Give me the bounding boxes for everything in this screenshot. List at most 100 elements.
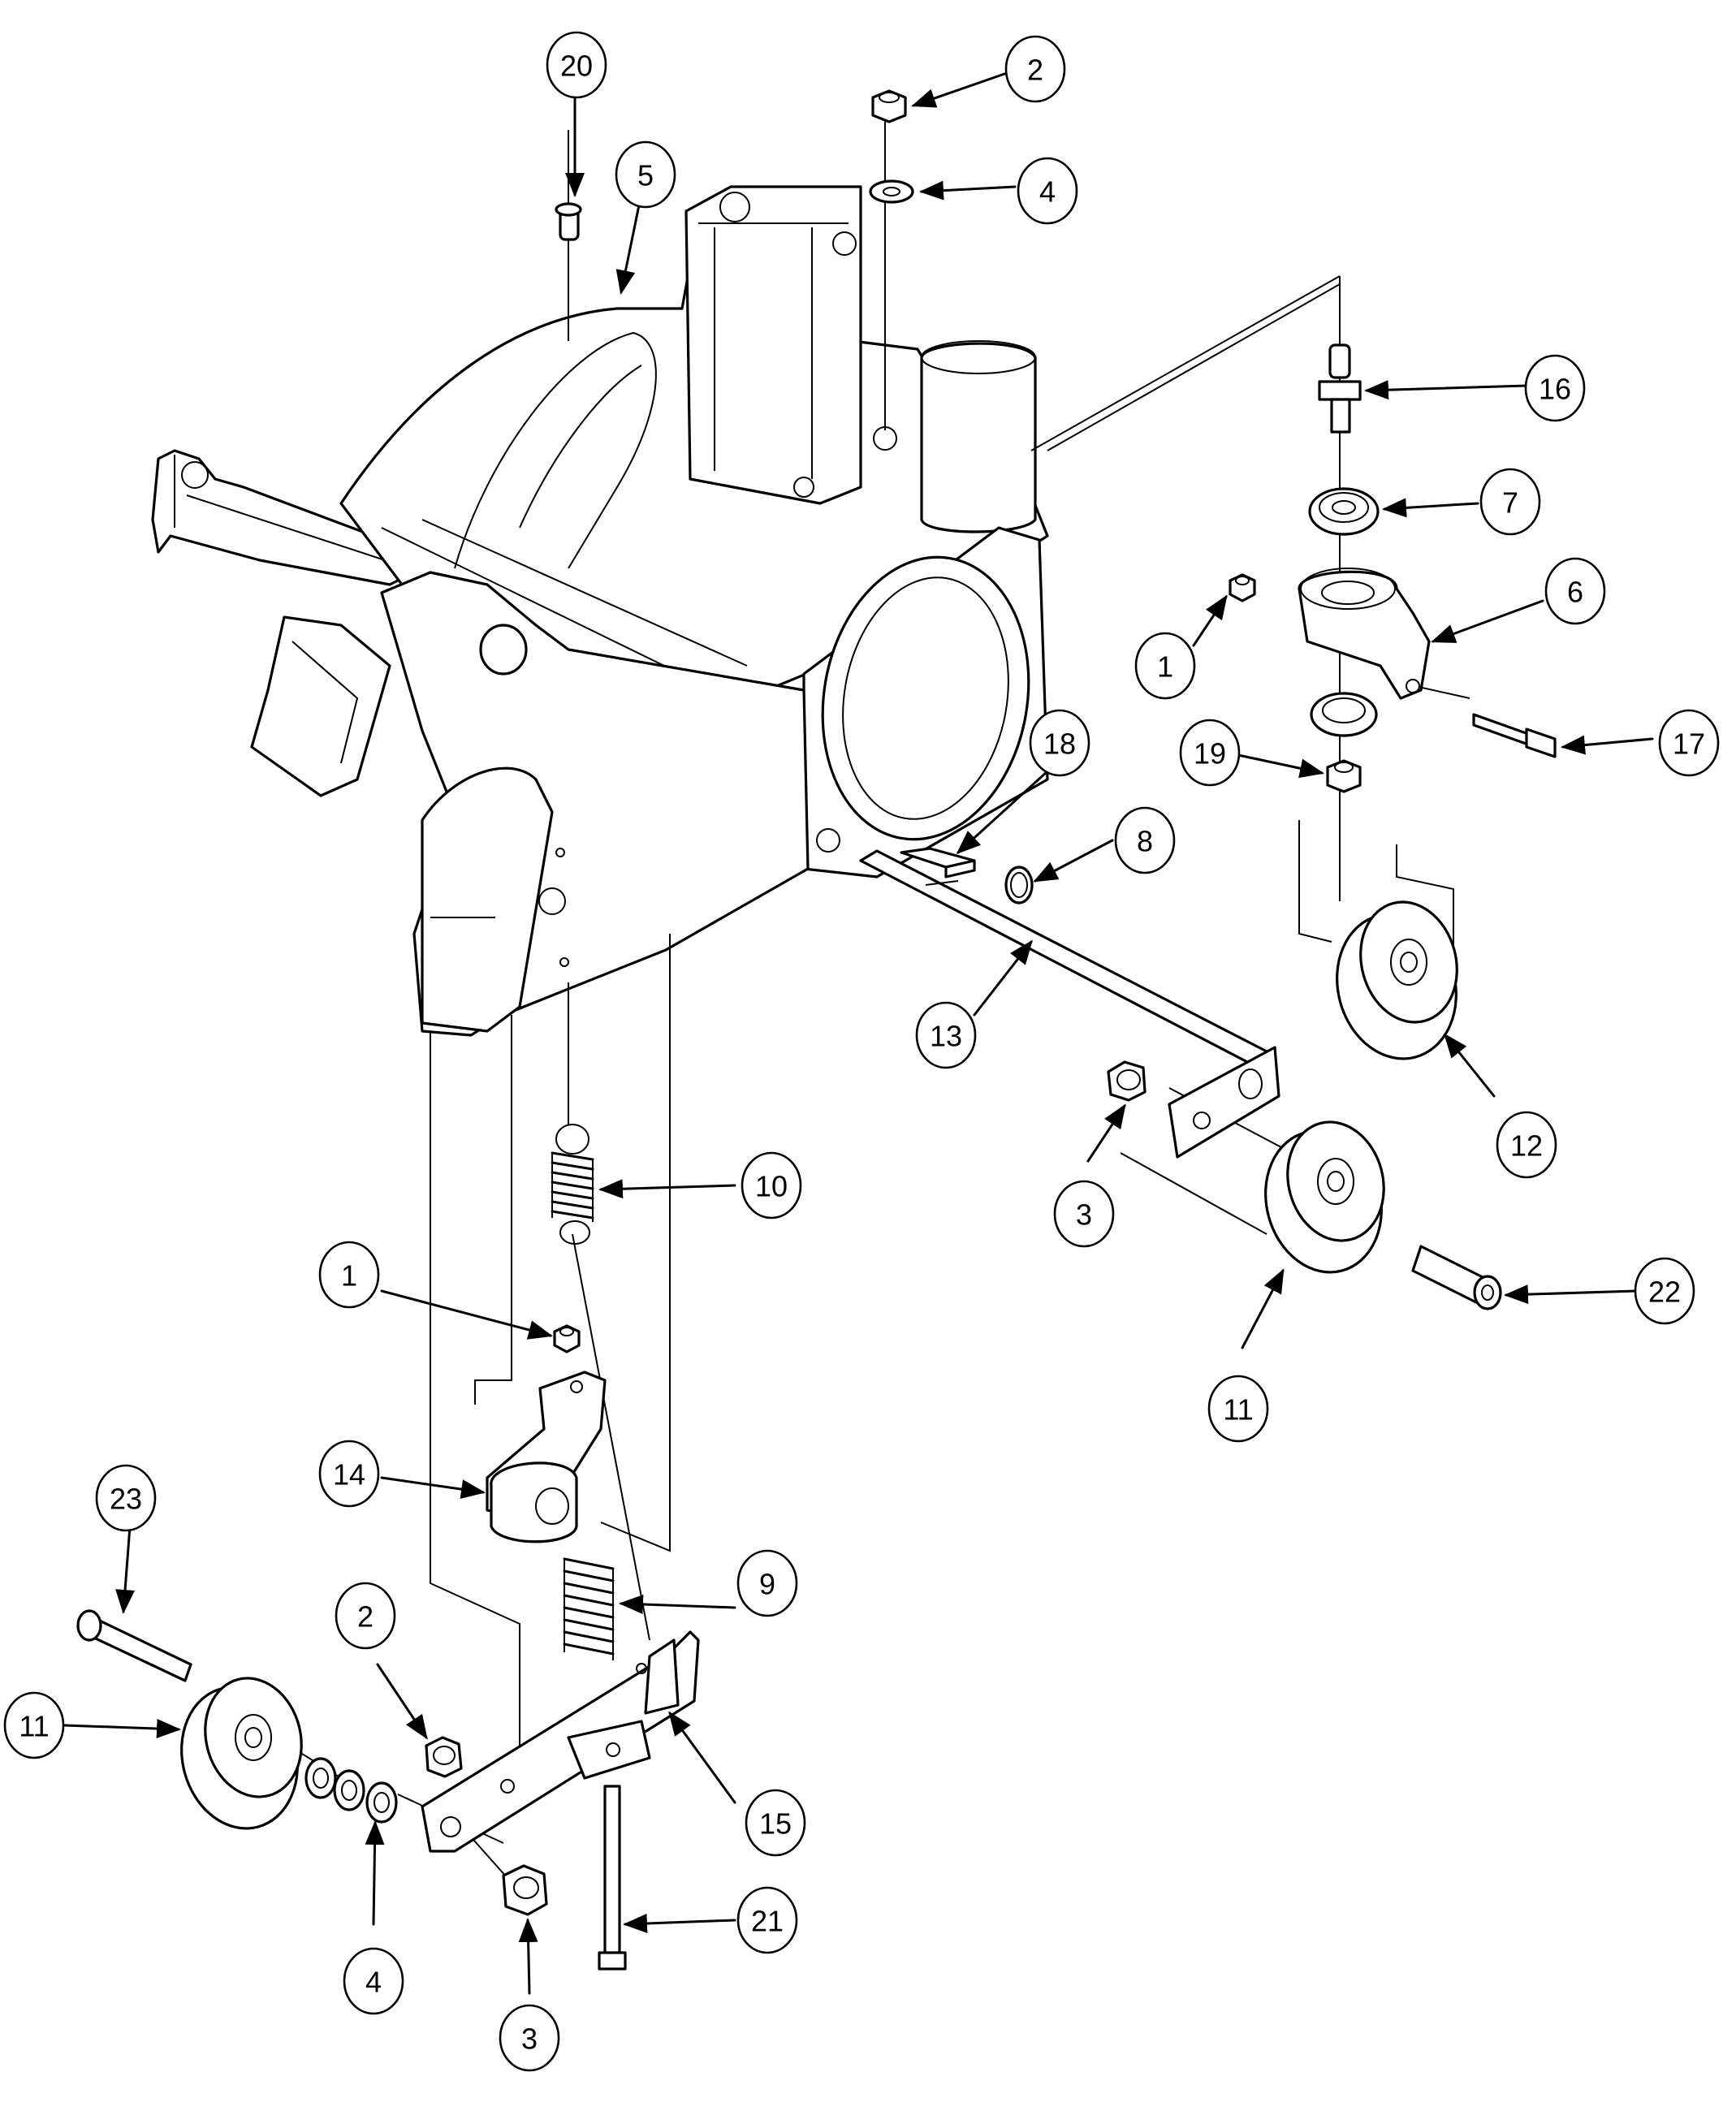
callout-circle — [1496, 1111, 1557, 1179]
callout-circle — [95, 1464, 157, 1532]
callout-number: 1 — [1157, 650, 1173, 684]
callout-c17: 17 — [1658, 709, 1720, 777]
callout-number: 3 — [1076, 1198, 1092, 1232]
callout-c19: 19 — [1179, 719, 1241, 787]
callout-number: 2 — [357, 1600, 374, 1634]
callout-c11a: 11 — [1207, 1375, 1269, 1443]
callout-circle — [335, 1582, 396, 1650]
callout-circle — [318, 1241, 380, 1309]
callout-c23: 23 — [95, 1464, 157, 1532]
callout-c3a: 3 — [1053, 1180, 1115, 1248]
callout-number: 11 — [19, 1710, 49, 1743]
axle-arm-13 — [859, 849, 1280, 1159]
axle-bolt-23 — [76, 1609, 192, 1682]
callout-circle — [1479, 468, 1541, 536]
pin-16 — [1318, 343, 1362, 434]
callout-number: 3 — [521, 2023, 538, 2056]
callout-c15: 15 — [745, 1789, 806, 1857]
callout-number: 1 — [341, 1259, 357, 1293]
callout-circle — [546, 31, 607, 99]
spring-9 — [563, 1557, 615, 1660]
callout-number: 4 — [365, 1966, 382, 1999]
callout-c6: 6 — [1544, 557, 1606, 625]
parts — [76, 89, 1557, 1971]
callout-circle — [736, 1886, 798, 1954]
nut-19 — [1326, 759, 1362, 793]
callout-c1a: 1 — [1134, 632, 1196, 700]
callout-number: 13 — [930, 1020, 962, 1053]
nut-1-upper — [1229, 573, 1256, 602]
callout-circle — [915, 1001, 977, 1069]
callout-number: 16 — [1539, 373, 1571, 406]
callout-number: 12 — [1510, 1129, 1543, 1163]
callout-circle — [1634, 1257, 1695, 1325]
callout-c5: 5 — [615, 140, 676, 209]
callout-c18: 18 — [1029, 709, 1090, 777]
callout-c10: 10 — [741, 1151, 802, 1220]
callout-number: 20 — [560, 50, 593, 83]
spring-10 — [551, 1124, 594, 1245]
callout-circle — [736, 1549, 798, 1617]
callout-c22: 22 — [1634, 1257, 1695, 1325]
callout-circle — [1179, 719, 1241, 787]
callout-circle — [499, 2004, 560, 2072]
callout-c21: 21 — [736, 1886, 798, 1954]
bolt-17 — [1472, 713, 1557, 758]
axle-bolt-22 — [1411, 1245, 1502, 1310]
callout-c8: 8 — [1114, 806, 1176, 874]
callout-c4a: 4 — [1017, 157, 1078, 225]
callout-circle — [741, 1151, 802, 1220]
callout-circle — [1004, 35, 1066, 103]
lever-14 — [486, 1371, 607, 1543]
nut-1-lower — [553, 1324, 581, 1353]
callout-number: 7 — [1502, 486, 1518, 520]
nut-2-lower — [425, 1736, 463, 1778]
washers-lower — [304, 1757, 398, 1824]
pin-20 — [555, 202, 582, 241]
callout-circle — [318, 1440, 380, 1508]
nut-3-middle — [1107, 1060, 1147, 1102]
callout-circle — [3, 1691, 65, 1759]
callout-number: 8 — [1137, 825, 1153, 858]
callout-c1b: 1 — [318, 1241, 380, 1309]
callout-number: 19 — [1194, 737, 1226, 771]
snap-ring-8 — [1004, 866, 1034, 904]
callout-number: 17 — [1673, 727, 1705, 761]
callout-c2b: 2 — [335, 1582, 396, 1650]
bearing-7 — [1308, 487, 1380, 536]
callout-circle — [1134, 632, 1196, 700]
callout-c2a: 2 — [1004, 35, 1066, 103]
caster-fork-6 — [1298, 568, 1431, 700]
main-frame-housing — [151, 185, 1049, 1037]
callout-circle — [1029, 709, 1090, 777]
callout-bubbles: 2052416761171918813123102211114923211154… — [3, 31, 1720, 2072]
callout-circle — [1053, 1180, 1115, 1248]
callout-c14: 14 — [318, 1440, 380, 1508]
callout-circle — [615, 140, 676, 209]
key-18 — [900, 847, 976, 879]
callout-circle — [1658, 709, 1720, 777]
callout-c11b: 11 — [3, 1691, 65, 1759]
callout-number: 15 — [759, 1807, 792, 1841]
callout-number: 6 — [1567, 576, 1583, 609]
nut-2-top — [871, 89, 907, 123]
callout-circle — [1544, 557, 1606, 625]
callout-c16: 16 — [1524, 354, 1586, 422]
wheel-12 — [1336, 900, 1458, 1060]
wheel-11-left — [180, 1677, 303, 1830]
callout-number: 18 — [1043, 727, 1076, 761]
wheel-11-right — [1264, 1120, 1385, 1274]
callout-number: 22 — [1648, 1276, 1681, 1309]
callout-c13: 13 — [915, 1001, 977, 1069]
callout-number: 10 — [755, 1170, 788, 1203]
callout-c9: 9 — [736, 1549, 798, 1617]
washer-4-top — [869, 179, 914, 204]
callout-arrows — [63, 71, 1654, 1995]
callout-number: 2 — [1027, 54, 1043, 87]
callout-number: 23 — [110, 1483, 142, 1516]
callout-circle — [343, 1947, 404, 2015]
callout-number: 9 — [759, 1568, 775, 1601]
callout-c12: 12 — [1496, 1111, 1557, 1179]
callout-c4b: 4 — [343, 1947, 404, 2015]
